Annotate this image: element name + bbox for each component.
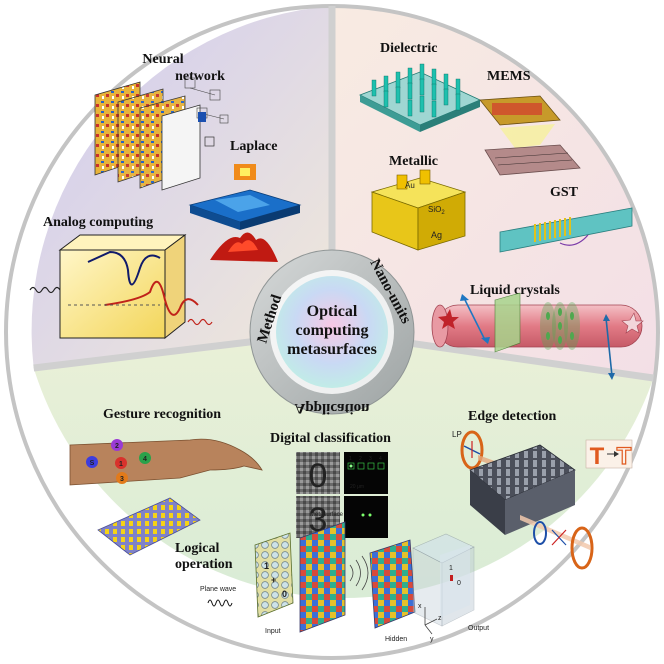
neural-network-graphic — [94, 77, 229, 191]
lp-label: LP — [452, 430, 462, 439]
digital-classification-graphic: 0 3 1 2 3 4 20 μm — [296, 452, 388, 539]
application-section: Gesture recognition S 2 1 4 3 Digital cl… — [69, 407, 633, 643]
logical-operation-graphic: Plane wave 1 + 0 Input Metasurface Hidde… — [200, 512, 489, 643]
liquid-crystals-graphic — [431, 292, 644, 380]
hidden-label: Hidden — [385, 636, 407, 643]
edge-detection-label: Edge detection — [468, 409, 556, 424]
axis-z-label: z — [438, 615, 442, 622]
ag-label: Ag — [431, 230, 442, 240]
gesture-mark-1: 1 — [119, 461, 123, 468]
mems-label: MEMS — [487, 69, 531, 84]
center-title-line3: metasurfaces — [287, 341, 377, 358]
ring-label-application: Application — [294, 400, 370, 416]
logic-mark-plus: + — [271, 575, 276, 585]
center-core — [276, 276, 388, 388]
au-label: Au — [405, 181, 415, 190]
gst-label: GST — [550, 185, 579, 200]
gesture-mark-2: 2 — [115, 443, 119, 450]
gesture-mark-s: S — [90, 460, 95, 467]
output-mark-1: 1 — [449, 565, 453, 572]
output-mark-0: 0 — [457, 580, 461, 587]
metallic-graphic: Au SiO2 Ag — [370, 169, 467, 251]
dielectric-label: Dielectric — [380, 41, 438, 56]
plane-wave-label: Plane wave — [200, 586, 236, 593]
mems-graphic — [479, 95, 581, 176]
liquid-crystals-label: Liquid crystals — [470, 283, 560, 298]
method-section: Neural network Laplace Analog computing — [29, 52, 302, 340]
metasurface-label: Metasurface — [310, 512, 344, 518]
logical-operation-label-line1: Logical — [175, 541, 219, 556]
laplace-metasurface-graphic — [188, 164, 302, 262]
application-sector — [33, 332, 654, 598]
edge-input-letter: T — [590, 443, 605, 470]
edge-detection-graphic: LP T T — [452, 430, 633, 570]
edge-output-letter: T — [617, 443, 632, 470]
digit-tile-2: 2 — [359, 456, 362, 462]
gesture-recognition-label: Gesture recognition — [103, 407, 221, 422]
center-title-line2: computing — [296, 322, 369, 339]
analog-computing-graphic — [29, 234, 213, 340]
digit-tile-4: 4 — [379, 456, 382, 462]
gesture-mark-3: 3 — [120, 476, 124, 483]
scale-bar-label: 20 μm — [350, 484, 364, 490]
logic-mark-1: 1 — [264, 561, 269, 571]
digital-classification-label: Digital classification — [270, 431, 391, 446]
center-hub: Optical computing metasurfaces Method Na… — [249, 249, 415, 416]
digit-tile-3: 3 — [369, 456, 372, 462]
analog-computing-label: Analog computing — [43, 215, 153, 230]
digit-tile-1: 1 — [349, 456, 352, 462]
input-label: Input — [265, 628, 281, 635]
digit-zero: 0 — [309, 457, 328, 495]
logical-operation-label-line2: operation — [175, 557, 233, 572]
nano-units-section: Dielectric MEMS — [359, 41, 644, 380]
metallic-label: Metallic — [389, 154, 438, 169]
center-title-line1: Optical — [307, 303, 358, 320]
laplace-label: Laplace — [230, 139, 277, 154]
output-label: Output — [468, 625, 489, 632]
dielectric-metasurface-graphic — [359, 63, 481, 132]
gesture-mark-4: 4 — [143, 456, 147, 463]
neural-network-label-line1: Neural — [142, 52, 183, 67]
gesture-recognition-graphic: S 2 1 4 3 — [69, 438, 263, 556]
axis-y-label: y — [430, 636, 434, 643]
neural-network-label-line2: network — [175, 69, 225, 84]
logic-mark-0: 0 — [282, 589, 287, 599]
gst-waveguide-graphic — [499, 207, 633, 253]
axis-x-label: x — [418, 603, 422, 610]
sio2-label: SiO2 — [428, 205, 445, 216]
